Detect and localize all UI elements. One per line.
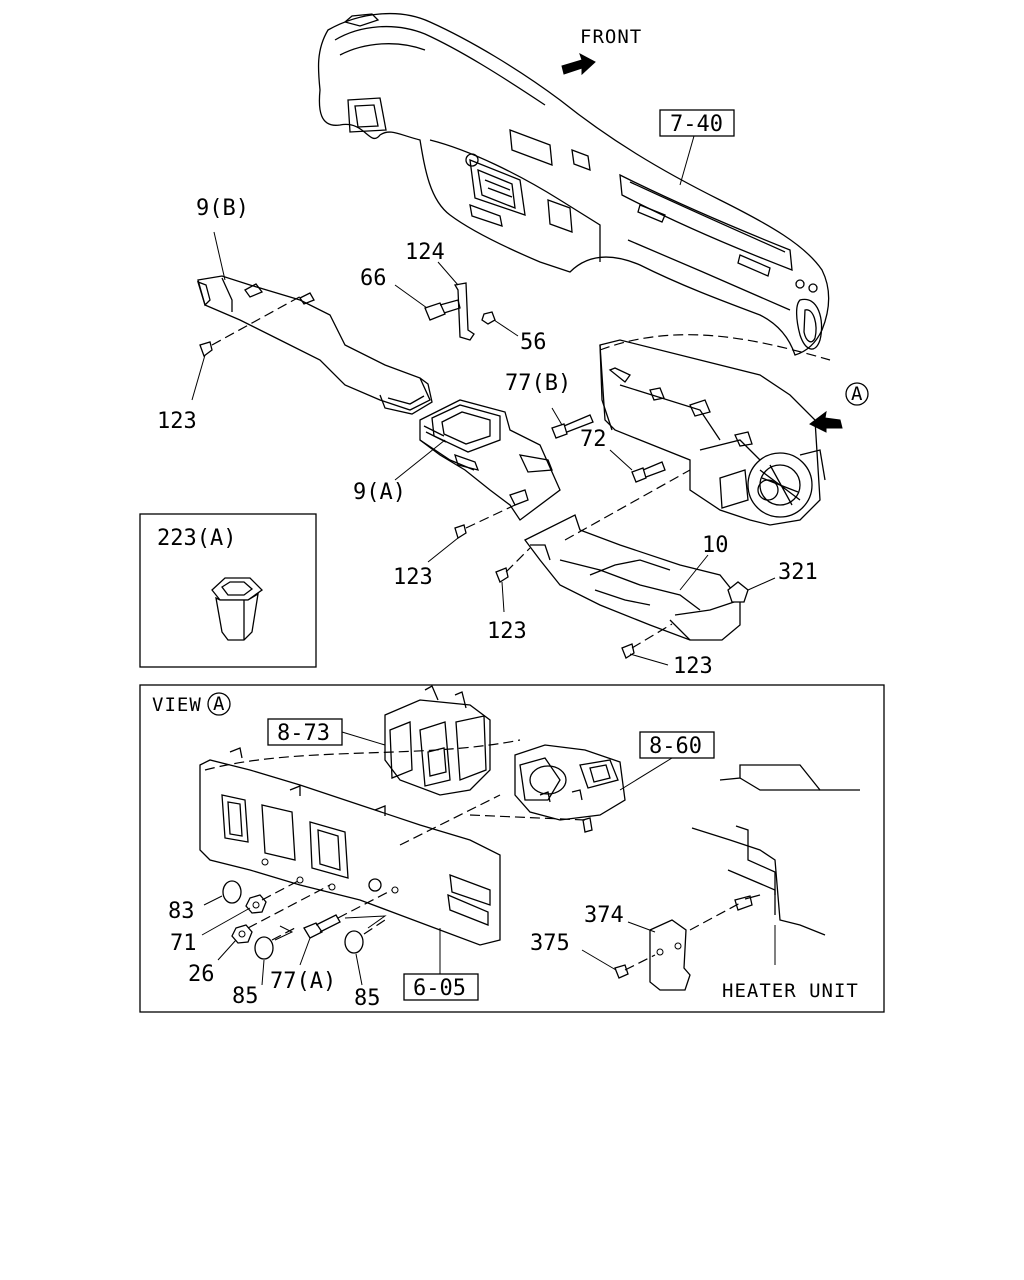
ref-8-73[interactable]: 8-73 (267, 718, 343, 746)
duct-9b (196, 275, 433, 415)
view-title: VIEW (152, 694, 202, 716)
view-a-marker: A (851, 383, 863, 405)
dash-374 (689, 901, 743, 931)
label-77a: 77(A) (270, 969, 336, 994)
ref-6-05-label: 6-05 (413, 976, 466, 1001)
view-title-marker-circle (207, 692, 231, 716)
ref-7-40-leader (679, 135, 695, 186)
view-title-marker: A (213, 693, 225, 715)
label-heater-unit: HEATER UNIT (722, 980, 859, 1002)
ref-8-73-leader (341, 731, 386, 746)
ref-8-60-label: 8-60 (649, 734, 702, 759)
dash-top-edge (204, 739, 521, 771)
nut-26 (217, 884, 331, 961)
label-9a: 9(A) (353, 480, 406, 505)
label-9b: 9(B) (196, 196, 249, 221)
label-72: 72 (580, 427, 607, 452)
front-arrow-icon (561, 52, 596, 76)
bracket-374 (627, 919, 691, 991)
leader-85a-bracket (274, 925, 294, 941)
front-label: FRONT (580, 26, 642, 48)
duct-9a (419, 399, 561, 521)
ref-6-05[interactable]: 6-05 (403, 973, 479, 1001)
instrument-panel (317, 13, 830, 356)
grommet-85-a (254, 927, 296, 986)
label-83: 83 (168, 899, 195, 924)
bolt-72 (609, 449, 666, 483)
label-85-a: 85 (232, 984, 259, 1009)
nut-71 (201, 879, 301, 936)
label-123-d: 123 (673, 654, 713, 679)
leader-9b-screw (211, 294, 304, 346)
screw-123-d (621, 623, 673, 666)
label-374: 374 (584, 903, 624, 928)
label-66: 66 (360, 266, 387, 291)
duct-10 (524, 514, 741, 641)
label-124: 124 (405, 240, 445, 265)
inset-223a (139, 513, 317, 668)
label-26: 26 (188, 962, 215, 987)
screw-123-c (495, 547, 531, 613)
reinforcement-panel (199, 747, 501, 946)
label-123-c: 123 (487, 619, 527, 644)
vent-assembly-8-73 (384, 685, 491, 796)
label-56: 56 (520, 330, 547, 355)
heater-unit (691, 764, 860, 936)
bolt-77a (299, 889, 393, 966)
grommet-85-b (344, 919, 386, 986)
screw-123-b (427, 504, 516, 563)
leader-85b-bracket (344, 915, 387, 929)
ref-7-40-label: 7-40 (670, 112, 723, 137)
view-a-marker-circle (845, 382, 869, 406)
screw-375 (581, 949, 656, 979)
leader-9b (213, 231, 226, 281)
ref-8-60-leader (619, 757, 673, 791)
label-71: 71 (170, 931, 197, 956)
bolt-66 (394, 284, 461, 321)
bolt-77b (551, 407, 594, 439)
bracket-124 (437, 261, 475, 341)
screw-123-a (191, 341, 213, 401)
label-85-b: 85 (354, 986, 381, 1011)
leader-10 (679, 554, 709, 591)
bracket-assembly-8-60 (514, 744, 626, 833)
dash-panel-to-heater (599, 334, 831, 361)
grommet-83 (203, 880, 242, 906)
label-77b: 77(B) (505, 371, 571, 396)
label-223a: 223(A) (157, 526, 236, 551)
label-123-b: 123 (393, 565, 433, 590)
dash-8-60 (399, 794, 501, 846)
leader-9a (394, 439, 446, 481)
label-123-a: 123 (157, 409, 197, 434)
view-a-panel (139, 684, 885, 1013)
label-321: 321 (778, 560, 818, 585)
label-375: 375 (530, 931, 570, 956)
ref-7-40[interactable]: 7-40 (659, 109, 735, 137)
view-a-arrow-icon (809, 410, 843, 433)
dash-8-60-b (469, 814, 586, 821)
ref-8-60[interactable]: 8-60 (639, 731, 715, 759)
label-10: 10 (702, 533, 729, 558)
heater-side-assembly (599, 339, 826, 526)
ref-8-73-label: 8-73 (277, 721, 330, 746)
leader-10-dash (564, 469, 691, 541)
clip-321 (727, 577, 776, 603)
nut-56 (481, 311, 519, 337)
